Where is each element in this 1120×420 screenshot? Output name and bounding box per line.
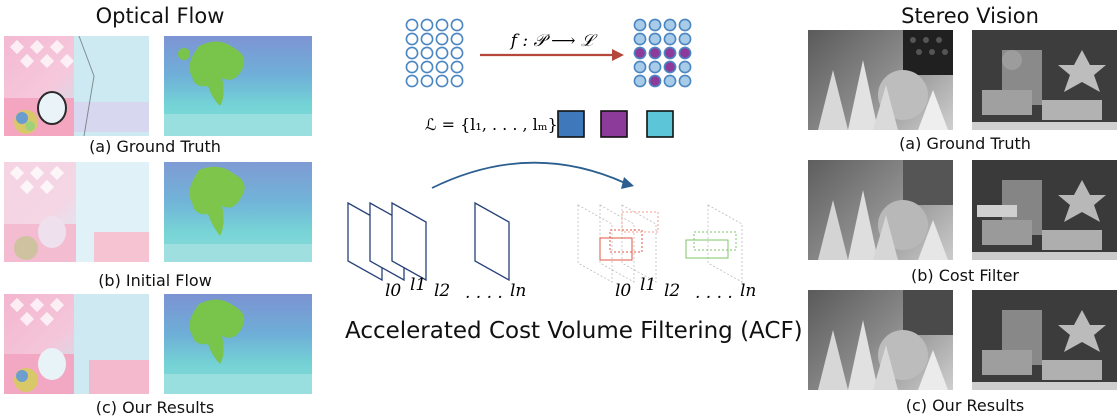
label-dots-left: . . . . [465, 283, 503, 303]
optical-flow-ground-truth-right [164, 36, 312, 136]
pixel-dot [678, 46, 692, 60]
cost-volume-stack [347, 201, 510, 282]
optical-flow-caption-c: (c) Our Results [95, 398, 215, 417]
pixel-dot [633, 32, 647, 46]
pixel-dot [450, 46, 464, 60]
pixel-dot [420, 74, 434, 88]
pixel-dot [435, 60, 449, 74]
pixel-dot [663, 32, 677, 46]
pixel-dot [633, 60, 647, 74]
pixel-dot [663, 60, 677, 74]
pixel-dot [405, 18, 419, 32]
label-ln-left: ln [510, 281, 526, 301]
pixel-dot [678, 18, 692, 32]
acf-diagram: f : 𝒫 ⟶ ℒ ℒ = {l₁, . . . , lₘ} l0 l1 l2 … [347, 18, 756, 303]
optical-flow-initial-left [4, 162, 149, 262]
pixel-dot [435, 18, 449, 32]
mapping-arrowhead [612, 49, 624, 61]
pixel-dot [405, 32, 419, 46]
filtered-region-red [599, 211, 659, 261]
pixel-dot [663, 46, 677, 60]
stereo-caption-a: (a) Ground Truth [899, 134, 1031, 153]
label-dots-right: . . . . [695, 283, 733, 303]
stereo-vision-title: Stereo Vision [901, 4, 1039, 28]
filtered-volume-stack [577, 204, 743, 283]
stereo-ground-truth-left [808, 30, 953, 130]
stereo-result-right [972, 290, 1117, 390]
pixel-dot [435, 32, 449, 46]
label-color-swatch-blue [557, 110, 585, 138]
pixel-dot [648, 46, 662, 60]
filtered-region-green [685, 231, 737, 259]
acf-title: Accelerated Cost Volume Filtering (ACF) [345, 318, 803, 344]
label-color-swatch-purple [600, 110, 628, 138]
plane-ln [474, 201, 510, 282]
pixel-dot [450, 18, 464, 32]
curved-arrowhead [621, 177, 634, 189]
pixel-dot [633, 46, 647, 60]
pixel-dot [420, 32, 434, 46]
stereo-cost-filter-right [972, 160, 1117, 260]
label-l2-left: l2 [434, 281, 450, 301]
stack-labels: l0 l1 l2 . . . . ln l0 l1 l2 . . . . ln [385, 275, 756, 303]
label-l0-left: l0 [385, 281, 401, 301]
label-l0-right: l0 [615, 281, 631, 301]
label-l1-right: l1 [640, 275, 656, 295]
stereo-cost-filter-left [808, 160, 953, 260]
stereo-result-left [808, 290, 953, 390]
pixel-dot [633, 18, 647, 32]
curved-arrow [431, 161, 626, 189]
pixel-dot [678, 32, 692, 46]
pixel-dot [648, 74, 662, 88]
pixel-dot [648, 18, 662, 32]
optical-flow-ground-truth-left [4, 36, 149, 136]
plane-l2 [391, 201, 427, 282]
stereo-caption-c: (c) Our Results [905, 396, 1025, 415]
stereo-caption-b: (b) Cost Filter [910, 266, 1019, 285]
pixel-dot [450, 60, 464, 74]
pixel-dot [450, 74, 464, 88]
optical-flow-initial-right [164, 162, 312, 262]
pixel-dot [648, 32, 662, 46]
pixel-dot [435, 46, 449, 60]
pixel-dot [663, 18, 677, 32]
optical-flow-caption-a: (a) Ground Truth [89, 137, 221, 156]
pixel-dot [405, 46, 419, 60]
pixel-dot [405, 74, 419, 88]
pixel-grid-labeled [633, 18, 692, 88]
stereo-ground-truth-right [972, 30, 1117, 130]
mapping-label: f : 𝒫 ⟶ ℒ [509, 31, 598, 51]
pixel-dot [420, 46, 434, 60]
label-set-text: ℒ = {l₁, . . . , lₘ} [425, 115, 558, 134]
optical-flow-result-left [4, 294, 149, 394]
label-l1-left: l1 [410, 275, 426, 295]
pixel-dot [450, 32, 464, 46]
label-color-swatch-cyan [646, 110, 674, 138]
optical-flow-result-right [164, 294, 312, 394]
pixel-grid-left [405, 18, 464, 88]
label-l2-right: l2 [664, 281, 680, 301]
pixel-dot [648, 60, 662, 74]
pixel-dot [678, 60, 692, 74]
optical-flow-caption-b: (b) Initial Flow [98, 271, 212, 290]
pixel-dot [663, 74, 677, 88]
pixel-dot [633, 74, 647, 88]
pixel-dot [420, 60, 434, 74]
pixel-dot [420, 18, 434, 32]
pixel-dot [405, 60, 419, 74]
label-ln-right: ln [740, 281, 756, 301]
pixel-dot [678, 74, 692, 88]
pixel-dot [435, 74, 449, 88]
optical-flow-title: Optical Flow [95, 4, 225, 28]
